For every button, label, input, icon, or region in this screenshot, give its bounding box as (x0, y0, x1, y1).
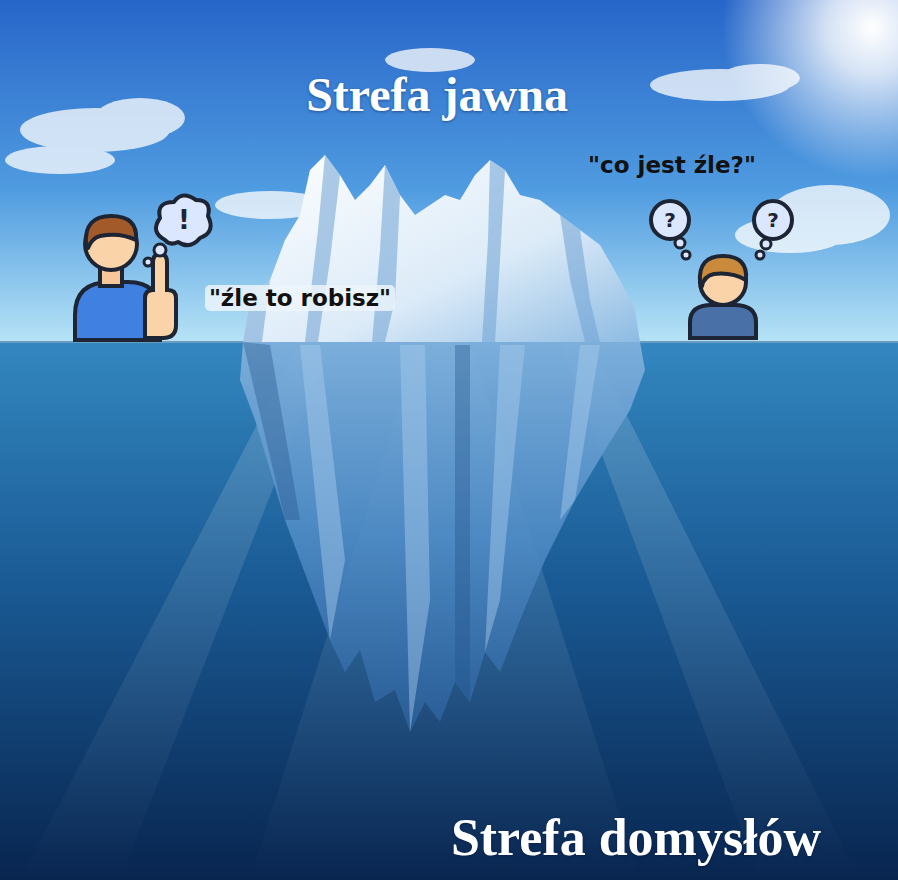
person-icon (651, 201, 792, 338)
speech-quote: "co jest źle?" (588, 152, 756, 178)
thought-symbol: ? (664, 209, 676, 232)
thought-symbol: ! (178, 206, 190, 236)
speech-quote: "źle to robisz" (205, 285, 395, 311)
zone-title: Strefa domysłów (451, 808, 821, 868)
person-icon (75, 195, 211, 340)
zone-title: Strefa jawna (306, 67, 568, 122)
thought-symbol: ? (767, 209, 779, 232)
